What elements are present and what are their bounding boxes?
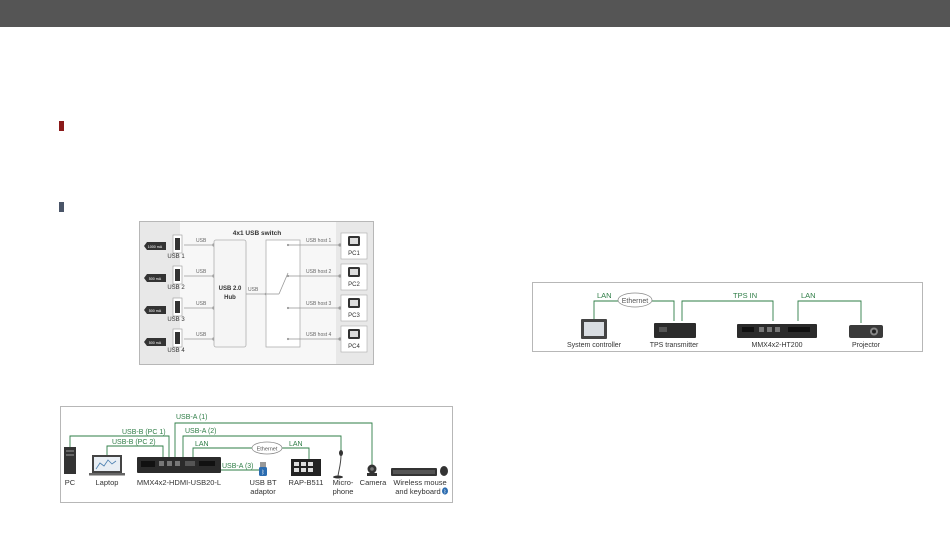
device-pc-label: PC bbox=[65, 478, 76, 487]
link-usb-label: USB bbox=[196, 269, 207, 275]
section-marker-red bbox=[59, 121, 64, 131]
device-rap-label: RAP-B511 bbox=[289, 478, 324, 487]
pc-label: PC2 bbox=[348, 282, 360, 288]
link-usba2-label: USB-A (2) bbox=[185, 428, 217, 435]
pc-label: PC3 bbox=[348, 313, 360, 319]
port-current-label: 500 mA bbox=[149, 277, 162, 281]
device-laptop-label: Laptop bbox=[96, 478, 119, 487]
keyboard-mouse-icon bbox=[391, 466, 448, 476]
link-lan-label: LAN bbox=[289, 441, 303, 448]
tps-connection-diagram: LAN TPS IN LAN Ethernet System controlle… bbox=[567, 291, 883, 349]
link-usba1-label: USB-A (1) bbox=[176, 414, 208, 421]
rap-panel-icon bbox=[291, 459, 321, 476]
bluetooth-icon: ᛒ bbox=[442, 487, 448, 495]
tps-matrix-label: MMX4x2-HT200 bbox=[752, 342, 803, 349]
matrix-ht200-icon bbox=[737, 324, 817, 338]
switch-title: 4x1 USB switch bbox=[233, 230, 281, 237]
section-marker-slate bbox=[59, 202, 64, 212]
pc-label: PC1 bbox=[348, 251, 360, 257]
link-usbb-pc1-label: USB-B (PC 1) bbox=[122, 429, 166, 436]
device-mic-label-1: Micro- bbox=[333, 478, 354, 487]
projector-icon bbox=[849, 325, 883, 338]
device-mic-label-2: phone bbox=[333, 487, 354, 496]
device-keyboard-label-2: and keyboard bbox=[395, 487, 440, 496]
usb-switch-figure: 4x1 USB switch 1000 mA USB 1 500 mA USB … bbox=[139, 221, 374, 365]
tps-link-tpsin-label: TPS IN bbox=[733, 291, 757, 300]
pc-label: PC4 bbox=[348, 344, 360, 350]
usb-connection-diagram: USB-A (1) USB-B (PC 1) USB-A (2) USB-B (… bbox=[64, 414, 448, 496]
device-bt-label-2: adaptor bbox=[250, 487, 276, 496]
port-label: USB 4 bbox=[167, 348, 185, 354]
tps-transmitter-label: TPS transmitter bbox=[650, 342, 699, 349]
link-usb-label: USB bbox=[196, 332, 207, 338]
tps-connection-figure: LAN TPS IN LAN Ethernet System controlle… bbox=[532, 282, 923, 352]
port-label: USB 2 bbox=[167, 285, 185, 291]
usb-port-4: 500 mA USB 4 bbox=[144, 328, 185, 354]
svg-text:ᛒ: ᛒ bbox=[443, 489, 446, 495]
ethernet-label: Ethernet bbox=[257, 447, 278, 453]
host-label: USB host 3 bbox=[306, 301, 332, 307]
link-lan-label: LAN bbox=[195, 441, 209, 448]
ethernet-cloud-icon: Ethernet bbox=[251, 441, 283, 455]
host-label: USB host 2 bbox=[306, 269, 332, 275]
host-label: USB host 1 bbox=[306, 238, 332, 244]
link-usb-label: USB bbox=[196, 238, 207, 244]
usb-switch-diagram: 4x1 USB switch 1000 mA USB 1 500 mA USB … bbox=[140, 222, 373, 364]
usb-port-2: 500 mA USB 2 bbox=[144, 265, 185, 291]
camera-icon bbox=[367, 464, 377, 476]
tps-transmitter-icon bbox=[654, 323, 696, 338]
hub-out-label: USB bbox=[248, 287, 259, 293]
page-header-bar bbox=[0, 0, 950, 27]
device-keyboard-label-1: Wireless mouse bbox=[393, 478, 446, 487]
tps-link-lan-label: LAN bbox=[597, 291, 612, 300]
hub-label-1: USB 2.0 bbox=[219, 286, 242, 292]
tps-projector-label: Projector bbox=[852, 342, 881, 349]
link-usba3-label: USB-A (3) bbox=[222, 463, 254, 470]
usb-hub-box bbox=[213, 239, 247, 348]
link-usb-label: USB bbox=[196, 301, 207, 307]
svg-text:ᛒ: ᛒ bbox=[261, 469, 264, 476]
pc-1-icon: PC1 bbox=[340, 232, 368, 260]
laptop-icon bbox=[89, 455, 125, 476]
host-label: USB host 4 bbox=[306, 332, 332, 338]
hub-label-2: Hub bbox=[224, 295, 236, 301]
matrix-switcher-icon bbox=[137, 457, 221, 473]
pc-4-icon: PC4 bbox=[340, 325, 368, 353]
microphone-icon bbox=[333, 450, 343, 479]
device-bt-label-1: USB BT bbox=[249, 478, 277, 487]
tps-link-lan-label: LAN bbox=[801, 291, 816, 300]
port-current-label: 500 mA bbox=[149, 309, 162, 313]
port-current-label: 500 mA bbox=[149, 341, 162, 345]
pc-tower-icon bbox=[64, 447, 76, 474]
port-label: USB 3 bbox=[167, 317, 185, 323]
system-controller-icon bbox=[581, 319, 607, 339]
ethernet-cloud-icon: Ethernet bbox=[617, 292, 653, 308]
port-label: USB 1 bbox=[167, 254, 185, 260]
pc-3-icon: PC3 bbox=[340, 294, 368, 322]
usb-connection-figure: USB-A (1) USB-B (PC 1) USB-A (2) USB-B (… bbox=[60, 406, 453, 503]
usb-port-1: 1000 mA USB 1 bbox=[144, 234, 185, 260]
switch-box bbox=[265, 239, 301, 348]
link-usbb-pc2-label: USB-B (PC 2) bbox=[112, 439, 156, 446]
pc-2-icon: PC2 bbox=[340, 263, 368, 291]
device-matrix-label: MMX4x2-HDMI-USB20-L bbox=[137, 478, 221, 487]
usb-port-3: 500 mA USB 3 bbox=[144, 297, 185, 323]
tps-ethernet-label: Ethernet bbox=[622, 298, 649, 305]
bluetooth-adaptor-icon: ᛒ bbox=[259, 462, 267, 476]
device-camera-label: Camera bbox=[360, 478, 388, 487]
tps-controller-label: System controller bbox=[567, 342, 622, 349]
port-current-label: 1000 mA bbox=[148, 245, 163, 249]
